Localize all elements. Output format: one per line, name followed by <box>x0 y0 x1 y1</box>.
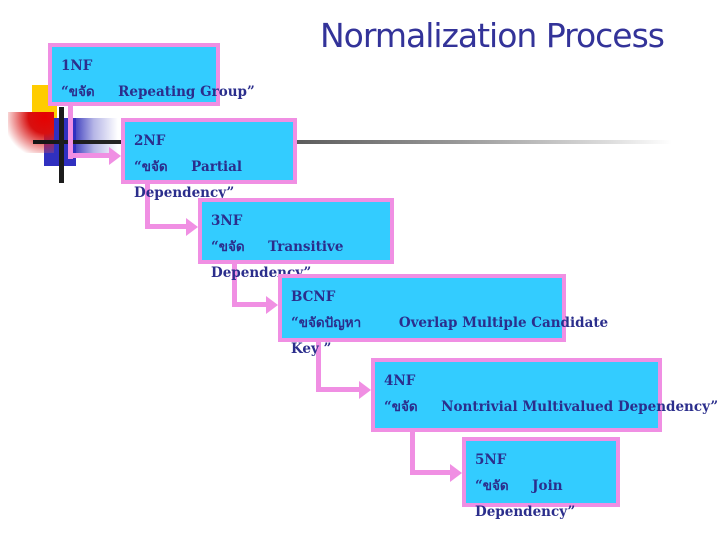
connector-4nf-5nf-arrowhead-icon <box>450 464 462 482</box>
box-3nf-line2: “ขจัด Transitive <box>211 239 344 255</box>
box-4nf-line2: “ขจัด Nontrivial Multivalued Dependency” <box>384 399 719 415</box>
decor-vertical-rule <box>59 107 64 183</box>
connector-3nf-bcnf-horizontal <box>232 302 267 307</box>
connector-bcnf-4nf-vertical <box>316 342 321 392</box>
connector-2nf-3nf-arrowhead-icon <box>186 218 198 236</box>
box-1nf-line2: “ขจัด Repeating Group” <box>61 84 255 100</box>
connector-bcnf-4nf-arrowhead-icon <box>359 381 371 399</box>
box-2nf-title: 2NF <box>134 133 166 149</box>
connector-1nf-2nf-vertical <box>68 104 73 159</box>
box-bcnf-title: BCNF <box>291 289 336 305</box>
connector-4nf-5nf-vertical <box>410 432 415 475</box>
box-bcnf: BCNF “ขจัดปัญหา Overlap Multiple Candida… <box>278 274 609 357</box>
connector-3nf-bcnf-arrowhead-icon <box>266 296 278 314</box>
connector-4nf-5nf-horizontal <box>410 470 451 475</box>
box-3nf-title: 3NF <box>211 213 243 229</box>
connector-bcnf-4nf-horizontal <box>316 387 360 392</box>
connector-2nf-3nf-horizontal <box>145 224 187 229</box>
connector-1nf-2nf-horizontal <box>68 153 110 158</box>
box-3nf: 3NF “ขจัด Transitive Dependency” <box>198 198 394 281</box>
box-2nf-line3: Dependency” <box>134 185 235 201</box>
box-1nf: 1NF “ขจัด Repeating Group” <box>48 43 255 106</box>
box-5nf-line3: Dependency” <box>475 504 576 520</box>
decor-red-gradient-square <box>8 112 54 153</box>
connector-1nf-2nf-arrowhead-icon <box>109 147 121 165</box>
box-1nf-title: 1NF <box>61 58 93 74</box>
slide-title: Normalization Process <box>320 16 665 55</box>
box-5nf: 5NF “ขจัด Join Dependency” <box>462 437 620 520</box>
box-2nf: 2NF “ขจัด Partial Dependency” <box>121 118 297 201</box>
box-5nf-title: 5NF <box>475 452 507 468</box>
box-4nf: 4NF “ขจัด Nontrivial Multivalued Depende… <box>371 358 719 432</box>
box-2nf-line2: “ขจัด Partial <box>134 159 243 175</box>
connector-3nf-bcnf-vertical <box>232 264 237 307</box>
decor-horizontal-rule <box>33 140 672 144</box>
box-4nf-title: 4NF <box>384 373 416 389</box>
connector-2nf-3nf-vertical <box>145 184 150 229</box>
box-5nf-line2: “ขจัด Join <box>475 478 563 494</box>
box-bcnf-line2: “ขจัดปัญหา Overlap Multiple Candidate <box>291 315 609 331</box>
box-bcnf-line3: Key ” <box>291 341 332 357</box>
